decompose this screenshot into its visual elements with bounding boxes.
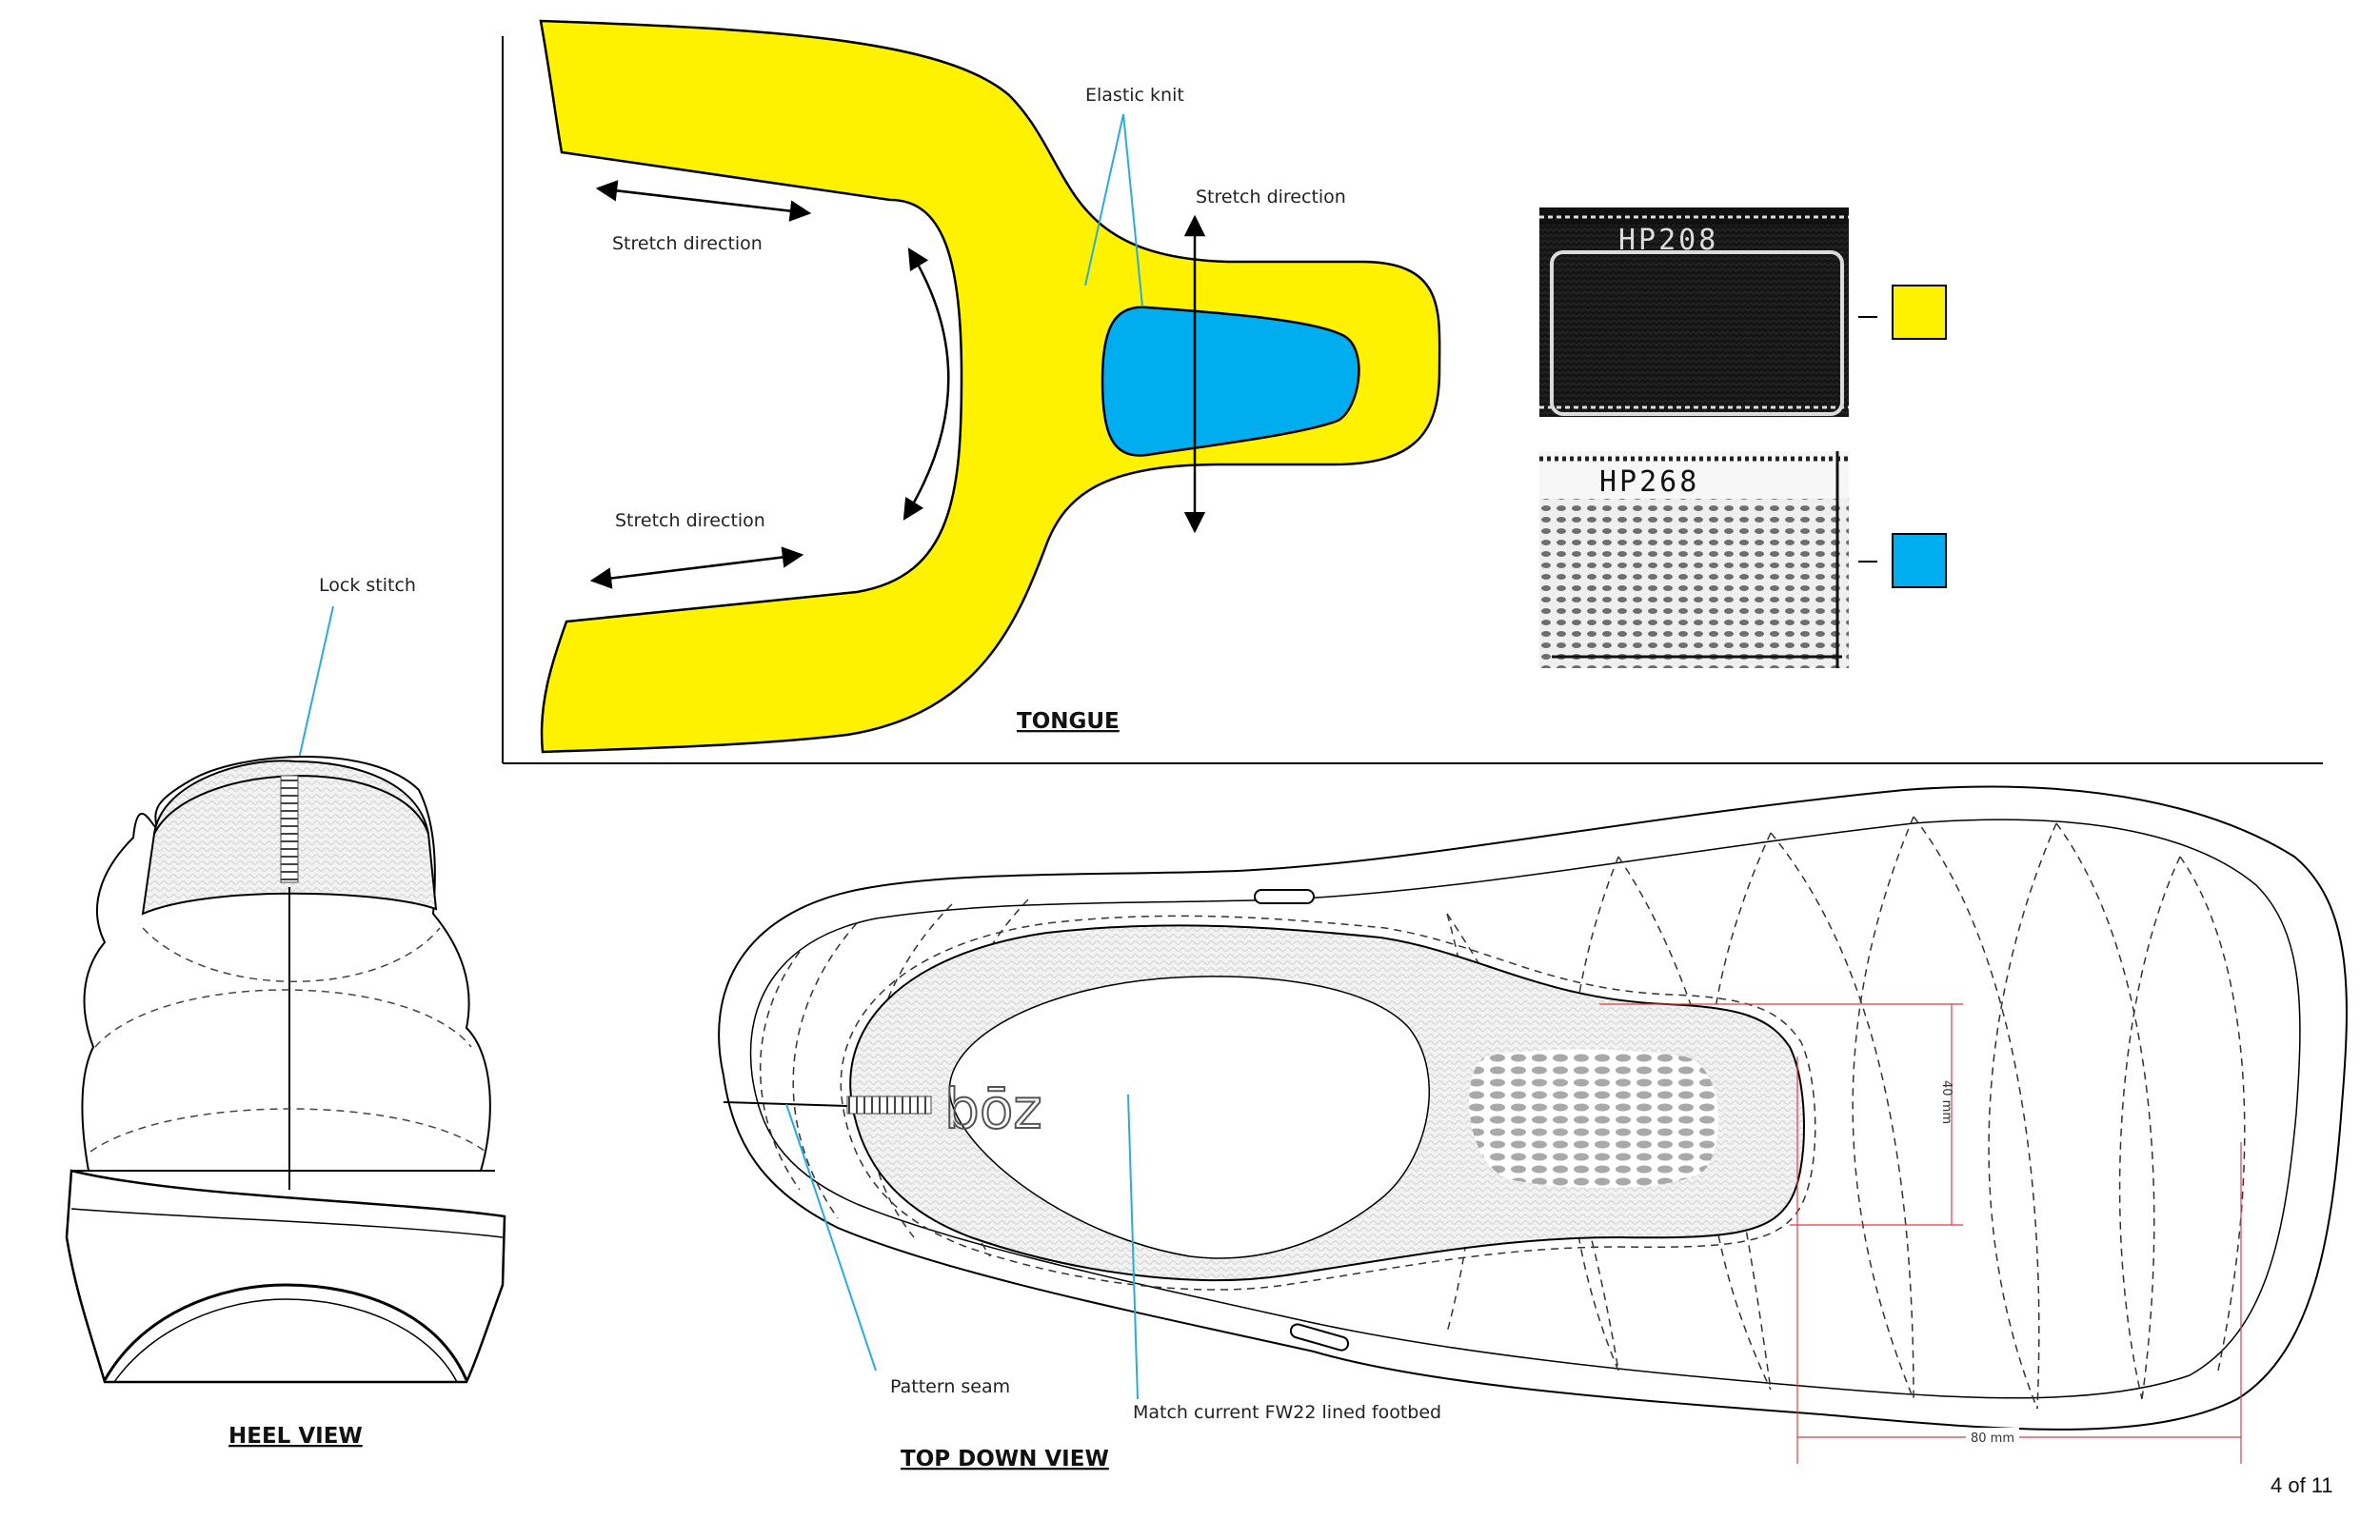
pattern-seam-line — [723, 1101, 848, 1107]
stretch-label-upper: Stretch direction — [612, 233, 763, 254]
stretch-label-vertical: Stretch direction — [1196, 187, 1346, 207]
swatch-code-hp268: HP268 — [1599, 465, 1699, 499]
pattern-seam-leader — [785, 1103, 877, 1372]
tongue-elastic-knit-zone — [1101, 306, 1360, 457]
pattern-seam-coil — [846, 1096, 932, 1115]
tongue-title: TONGUE — [1017, 709, 1120, 734]
stretch-label-lower: Stretch direction — [615, 510, 765, 531]
page-number: 4 of 11 — [2271, 1473, 2333, 1497]
dimension-80mm-label: 80 mm — [1971, 1431, 2014, 1446]
tongue-panel: Elastic knit Stretch direction Stretch d… — [502, 19, 2323, 764]
swatch-code-hp208: HP208 — [1618, 224, 1718, 257]
footbed-label: Match current FW22 lined footbed — [1133, 1402, 1441, 1423]
boz-logo: bōz — [944, 1076, 1042, 1141]
swatch-color-yellow — [1892, 285, 1947, 340]
footbed-leader — [1127, 1094, 1139, 1400]
elastic-knit-leader-a — [1084, 113, 1124, 286]
strap-slot-top — [1254, 889, 1315, 904]
stretch-arrow-upper — [595, 180, 812, 222]
quilting-stitch-lines — [759, 816, 2246, 1410]
swatch-color-blue — [1892, 533, 1947, 588]
lock-stitch-coil — [280, 775, 299, 883]
top-down-view-title: TOP DOWN VIEW — [901, 1447, 1109, 1471]
knit-photo-black — [1539, 207, 1849, 417]
forefoot-mesh-panel — [1469, 1049, 1719, 1189]
elastic-knit-leader-b — [1122, 113, 1143, 307]
lock-stitch-label: Lock stitch — [319, 575, 416, 596]
heel-sole — [65, 1169, 506, 1384]
pattern-seam-label: Pattern seam — [890, 1376, 1010, 1397]
swatch-hp208: HP208 — [1539, 207, 1947, 417]
heel-view: Lock stitch HEEL VIEW — [65, 575, 506, 1449]
tongue-yellow-shape — [539, 19, 1441, 754]
footbed-heel-cup — [948, 976, 1430, 1259]
heel-sole-arch — [103, 1283, 468, 1381]
strap-slot-bottom — [1289, 1323, 1350, 1352]
stretch-arrow-curved — [902, 247, 950, 521]
stretch-arrow-lower — [589, 546, 804, 589]
top-down-view: bōz Pattern seam Match current FW22 line… — [718, 785, 2348, 1471]
elastic-knit-label: Elastic knit — [1085, 85, 1184, 106]
lock-stitch-leader — [294, 605, 334, 777]
heel-view-title: HEEL VIEW — [228, 1424, 363, 1449]
swatch-hp268: HP268 — [1539, 451, 1947, 668]
dimension-40mm — [1599, 1003, 1963, 1226]
dimension-40mm-label: 40 mm — [1939, 1080, 1954, 1124]
